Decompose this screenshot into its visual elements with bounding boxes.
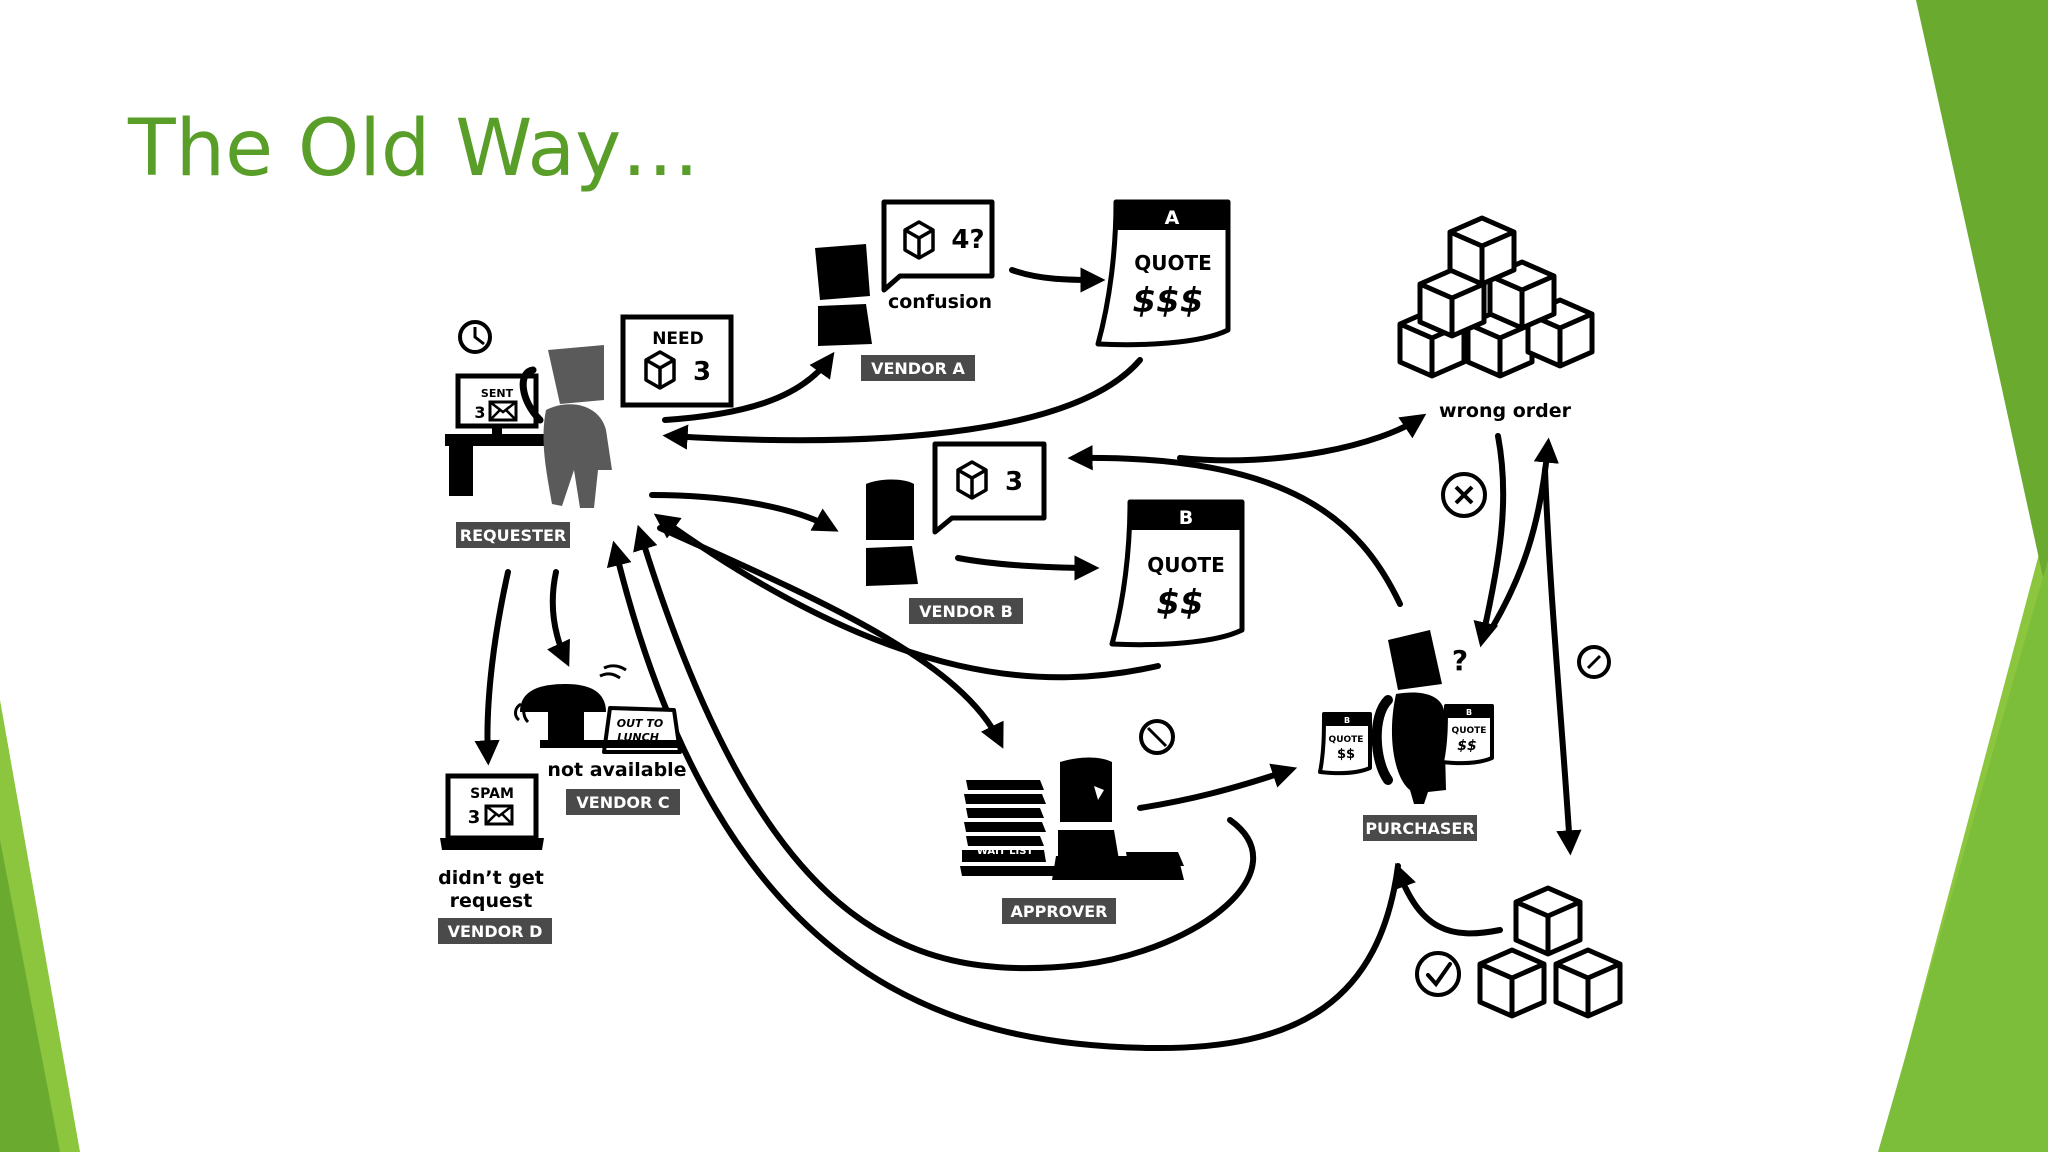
paper-stack: WAIT LIST <box>962 780 1046 862</box>
wrong-order-group: wrong order <box>1400 218 1611 679</box>
decorative-accent-left <box>0 700 80 1152</box>
wrong-order-caption: wrong order <box>1439 400 1572 422</box>
box-icon <box>956 460 988 500</box>
vendor-a-qty: 4? <box>951 225 984 255</box>
vendor-a-label: VENDOR A <box>871 359 965 378</box>
requester-group: SENT 3 REQUESTER <box>445 320 612 548</box>
need-bubble: NEED 3 <box>620 314 734 408</box>
vendor-d-group: SPAM 3 didn’t get request VENDOR D <box>438 773 552 944</box>
phone-icon <box>519 366 544 424</box>
quote-b-price: $$ <box>1156 583 1203 623</box>
arrow-requester-to-vendor-d <box>474 569 511 766</box>
arrow-approver-to-purchaser <box>1137 763 1298 811</box>
arrow-to-correct-order <box>1542 467 1582 856</box>
question-mark: ? <box>1452 644 1468 677</box>
box-icon <box>903 220 935 260</box>
vendor-c-label: VENDOR C <box>576 793 669 812</box>
envelope-icon <box>488 400 518 422</box>
mini-quote-b-word: QUOTE <box>1329 735 1364 745</box>
slide-title: The Old Way… <box>128 104 700 194</box>
wait-list-text: WAIT LIST <box>977 846 1034 857</box>
arrow-quote-b-to-requester <box>653 513 1161 681</box>
vendor-b-group: 3 VENDOR B <box>866 441 1047 624</box>
spam-text: SPAM <box>470 786 514 802</box>
decorative-accent-right <box>1878 0 2048 1152</box>
vendor-d-label: VENDOR D <box>448 922 543 941</box>
box-icon <box>1480 950 1544 1016</box>
clock-icon <box>1577 645 1611 679</box>
spam-laptop: SPAM 3 <box>440 773 544 850</box>
arrow-purchaser-to-vendor-b <box>1067 445 1403 607</box>
quote-a-document: A QUOTE $$$ <box>1095 199 1231 348</box>
correct-order-group <box>1415 888 1620 1016</box>
quote-a-price: $$$ <box>1133 281 1204 321</box>
spam-qty: 3 <box>468 807 481 828</box>
arrow-vendor-a-bubble-to-quote-a <box>1009 267 1106 293</box>
arrow-approver-to-requester <box>633 524 1257 972</box>
didnt-get-caption-2: request <box>450 890 533 912</box>
arrow-vendor-b-to-wrong-order <box>1177 413 1427 464</box>
envelope-icon <box>484 804 514 826</box>
box-icon <box>1556 950 1620 1016</box>
requester-figure <box>519 345 612 508</box>
arrow-vendor-b-to-quote-b <box>955 555 1100 581</box>
confusion-caption: confusion <box>888 291 992 313</box>
sent-text: SENT <box>481 387 514 400</box>
mini-quote-b-price: $$ <box>1337 747 1355 762</box>
approver-group: WAIT LIST APPROVER <box>960 719 1184 924</box>
arrow-requester-to-vendor-c <box>547 569 570 667</box>
need-text: NEED <box>652 329 704 349</box>
out-to-text: OUT TO <box>617 717 663 730</box>
cancel-icon <box>1441 472 1487 518</box>
quote-b-word: QUOTE <box>1147 553 1225 577</box>
didnt-get-caption-1: didn’t get <box>438 867 544 889</box>
arrow-quote-a-to-requester <box>662 357 1143 450</box>
mini-quote-b-second: B QUOTE $$ <box>1440 704 1494 766</box>
purchaser-label: PURCHASER <box>1365 819 1474 838</box>
mini-quote-b2-price: $$ <box>1457 738 1476 754</box>
arrow-requester-to-vendor-b <box>649 492 839 532</box>
quote-a-word: QUOTE <box>1134 251 1212 275</box>
mini-quote-b: B QUOTE $$ <box>1318 712 1372 776</box>
arrow-correct-order-to-purchaser <box>1392 862 1503 937</box>
vendor-a-group: 4? confusion VENDOR A <box>815 199 995 381</box>
mini-quote-b2-word: QUOTE <box>1452 726 1487 736</box>
approver-label: APPROVER <box>1011 902 1108 921</box>
requester-label: REQUESTER <box>460 526 566 545</box>
quote-b-letter: B <box>1179 507 1193 529</box>
clock-icon <box>458 320 492 354</box>
purchaser-group: ? B QUOTE $$ B QUOTE $$ PURCHASER <box>1318 630 1494 841</box>
box-icon <box>644 350 676 390</box>
sent-qty: 3 <box>474 403 485 422</box>
vendor-b-label: VENDOR B <box>919 602 1013 621</box>
mini-quote-b2-letter: B <box>1466 708 1472 717</box>
arrow-requester-to-approver <box>657 525 1004 749</box>
arrow-requester-to-vendor-a <box>662 351 835 423</box>
vendor-c-group: OUT TO LUNCH not available VENDOR C <box>514 664 687 815</box>
box-icon <box>1516 888 1580 954</box>
not-available-caption: not available <box>547 759 686 781</box>
flow-arrows <box>474 267 1582 1052</box>
check-icon <box>1415 951 1461 997</box>
vendor-a-bubble: 4? <box>881 199 995 293</box>
vendor-b-bubble: 3 <box>932 441 1047 535</box>
vendor-b-qty: 3 <box>1005 467 1023 497</box>
mini-quote-b-letter: B <box>1344 716 1350 725</box>
quote-b-document: B QUOTE $$ <box>1109 499 1245 648</box>
need-qty: 3 <box>693 357 711 387</box>
arrow-purchaser-to-requester <box>606 540 1401 1052</box>
quote-a-letter: A <box>1165 207 1180 229</box>
cancel-icon <box>1139 719 1175 755</box>
box-icon <box>1450 218 1514 284</box>
arrow-wrong-order-to-purchaser <box>1473 433 1507 648</box>
